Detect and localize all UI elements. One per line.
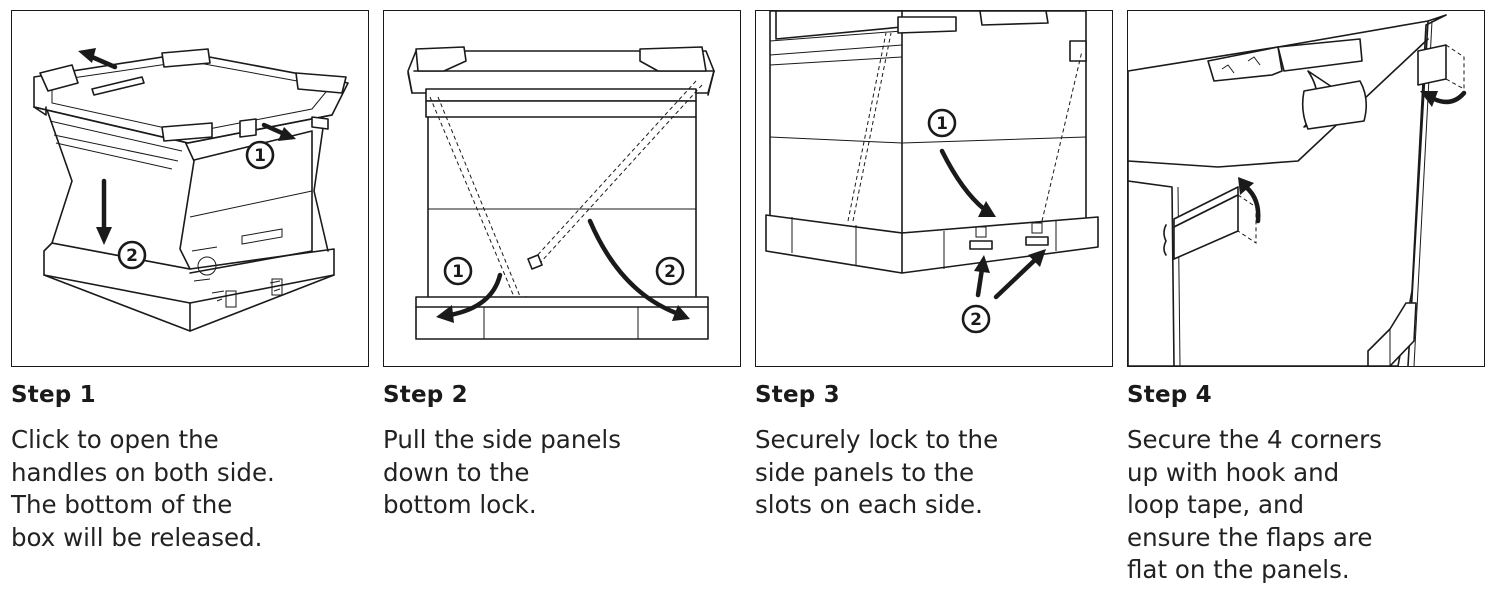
step-3-description-line: Securely lock to the (755, 425, 999, 454)
step-1-description-line: box will be released. (11, 522, 263, 552)
step-4-description: Secure the 4 corners up with hook and lo… (1127, 424, 1477, 587)
step-2-marker-1: 1 (452, 262, 464, 282)
step-2-illustration: 1 2 (383, 10, 741, 367)
step-2-description-line: bottom lock. (383, 490, 537, 519)
step-1-marker-2: 2 (126, 246, 138, 266)
step-1-description-line: The bottom of the (11, 490, 233, 519)
step-4-illustration (1127, 10, 1485, 367)
secure-corners-diagram (1128, 14, 1467, 366)
step-4-title: Step 4 (1127, 382, 1212, 408)
step-3-marker-1: 1 (936, 114, 948, 134)
step-4-description-line: ensure the flaps are (1127, 522, 1373, 552)
step-2: 1 2 Step 2 Pull the side panels down to … (383, 10, 741, 600)
step-1-illustration: 1 2 (11, 10, 369, 367)
step-3-illustration: 1 2 (755, 10, 1113, 367)
step-1-marker-1: 1 (254, 146, 266, 166)
step-2-description-line: Pull the side panels (383, 425, 621, 454)
instruction-steps: 1 2 Step 1 Click to open the handles on … (11, 10, 1491, 600)
step-3: 1 2 Step 3 Securely lock to the side pan… (755, 10, 1113, 600)
step-2-title: Step 2 (383, 382, 468, 408)
step-3-description-line: slots on each side. (755, 490, 983, 519)
step-1: 1 2 Step 1 Click to open the handles on … (11, 10, 369, 600)
step-1-title: Step 1 (11, 382, 96, 408)
step-3-description-line: side panels to the (755, 457, 975, 487)
box-open-handles-diagram: 1 2 (33, 48, 349, 332)
step-1-description: Click to open the handles on both side. … (11, 424, 361, 554)
step-1-description-line: Click to open the (11, 425, 219, 454)
step-4-description-line: up with hook and (1127, 457, 1340, 487)
step-2-description-line: down to the (383, 457, 530, 487)
step-3-marker-2: 2 (970, 310, 982, 330)
step-4-description-line: flat on the panels. (1127, 555, 1350, 584)
step-3-title: Step 3 (755, 382, 840, 408)
step-4-description-line: Secure the 4 corners (1127, 425, 1382, 454)
step-2-description: Pull the side panels down to the bottom … (383, 424, 733, 522)
step-4-description-line: loop tape, and (1127, 490, 1305, 519)
step-3-description: Securely lock to the side panels to the … (755, 424, 1105, 522)
pull-side-panels-diagram: 1 2 (407, 46, 715, 340)
step-2-marker-2: 2 (664, 262, 676, 282)
step-1-description-line: handles on both side. (11, 457, 275, 487)
step-4: Step 4 Secure the 4 corners up with hook… (1127, 10, 1485, 600)
lock-side-panels-diagram: 1 2 (765, 11, 1099, 334)
